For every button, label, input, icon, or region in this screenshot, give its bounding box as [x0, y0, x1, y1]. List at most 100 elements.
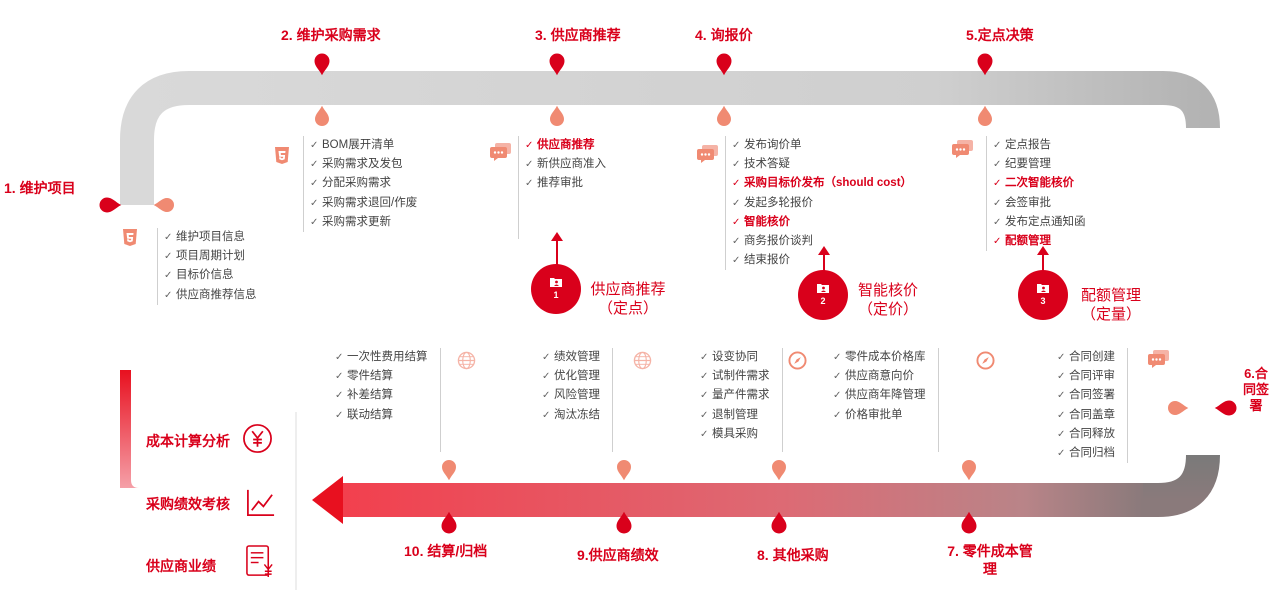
list-item-text: 配额管理: [1005, 235, 1051, 248]
stage-2-list: ✓BOM展开清单✓采购需求及发包✓分配采购需求✓采购需求退回/作废✓采购需求更新: [303, 136, 417, 233]
list-item: ✓合同盖章: [1057, 406, 1115, 425]
list-item-text: 采购需求更新: [322, 215, 391, 228]
stage-4-title: 4. 询报价: [695, 27, 753, 43]
list-item-text: 淘汰冻结: [554, 408, 600, 421]
list-item: ✓发布定点通知函: [993, 213, 1086, 232]
list-item-text: 合同签署: [1069, 389, 1115, 402]
list-item: ✓发起多轮报价: [732, 194, 912, 213]
track-top: [120, 71, 1220, 205]
list-item: ✓价格审批单: [833, 406, 926, 425]
list-item: ✓采购需求退回/作废: [310, 194, 417, 213]
list-item: ✓技术答疑: [732, 155, 912, 174]
folder-user-icon: [1037, 284, 1049, 293]
check-icon: ✓: [310, 197, 319, 209]
list-item-text: 供应商意向价: [845, 370, 914, 383]
stage-9-marker: [617, 460, 631, 481]
check-icon: ✓: [833, 409, 842, 421]
list-item: ✓商务报价谈判: [732, 232, 912, 251]
compass-icon: [788, 351, 807, 370]
list-item: ✓纪要管理: [993, 155, 1086, 174]
list-item: ✓联动结算: [335, 406, 428, 425]
list-item: ✓项目周期计划: [164, 247, 257, 266]
callout-1-line2: （定点）: [597, 300, 658, 317]
check-icon: ✓: [525, 140, 534, 151]
callout-1-number: 1: [553, 290, 559, 300]
list-item: ✓合同归档: [1057, 444, 1115, 463]
list-item-text: BOM展开清单: [322, 139, 395, 151]
list-item: ✓采购需求更新: [310, 213, 417, 232]
list-item: ✓推荐审批: [525, 174, 606, 193]
list-item-text: 目标价信息: [176, 269, 234, 282]
check-icon: ✓: [164, 232, 173, 243]
stage-2-pin: [314, 53, 330, 76]
check-icon: ✓: [542, 352, 551, 363]
list-item: ✓试制件需求: [700, 367, 770, 386]
callout-1-line1: 供应商推荐: [590, 281, 666, 298]
check-icon: ✓: [310, 140, 319, 151]
list-item: ✓量产件需求: [700, 386, 770, 405]
list-item-text: 采购需求及发包: [322, 158, 403, 171]
list-item-text: 试制件需求: [712, 370, 770, 383]
check-icon: ✓: [310, 159, 319, 171]
list-item-text: 会签审批: [1005, 196, 1051, 209]
list-item-text: 新供应商准入: [537, 158, 606, 171]
callout-3-label: 配额管理 （定量）: [1071, 286, 1151, 324]
list-item-text: 退制管理: [712, 408, 758, 421]
stage-6-list: ✓合同创建✓合同评审✓合同签署✓合同盖章✓合同释放✓合同归档: [1057, 348, 1128, 464]
list-item: ✓补差结算: [335, 386, 428, 405]
callout-3-badge: 3: [1018, 270, 1068, 320]
list-item: ✓合同评审: [1057, 367, 1115, 386]
chat-icon: [490, 143, 511, 161]
check-icon: ✓: [1057, 371, 1066, 383]
list-item-text: 量产件需求: [712, 389, 770, 402]
track-corner: [1140, 454, 1220, 517]
list-item: ✓采购需求及发包: [310, 155, 417, 174]
check-icon: ✓: [700, 428, 709, 440]
list-item-text: 一次性费用结算: [347, 351, 428, 363]
stage-10-title: 10. 结算/归档: [404, 543, 488, 559]
check-icon: ✓: [310, 216, 319, 228]
callout-1-arrowhead: [551, 232, 563, 241]
check-icon: ✓: [833, 390, 842, 402]
yen-circle-icon: [243, 424, 272, 453]
callout-2-line2: （定价）: [857, 301, 918, 318]
check-icon: ✓: [335, 390, 344, 402]
list-item-text: 推荐审批: [537, 177, 583, 190]
check-icon: ✓: [525, 178, 534, 190]
stage-4-marker: [717, 105, 731, 126]
stage-5-pin: [977, 53, 993, 76]
list-item: ✓智能核价: [732, 213, 912, 232]
stage-10-marker: [442, 460, 456, 481]
check-icon: ✓: [335, 371, 344, 383]
globe-icon: [457, 351, 476, 370]
list-item-text: 补差结算: [347, 389, 393, 402]
list-item-text: 优化管理: [554, 370, 600, 383]
list-item-text: 商务报价谈判: [744, 235, 813, 248]
check-icon: ✓: [993, 216, 1002, 228]
callout-2-line1: 智能核价: [857, 282, 918, 299]
callout-1-label: 供应商推荐 （定点）: [585, 280, 671, 318]
list-item-text: 采购需求退回/作废: [322, 196, 418, 209]
list-item: ✓风险管理: [542, 386, 600, 405]
list-item: ✓采购目标价发布（should cost）: [732, 174, 912, 193]
list-item: ✓分配采购需求: [310, 174, 417, 193]
stage-6-pin: [1214, 400, 1237, 416]
list-item: ✓设变协同: [700, 348, 770, 367]
check-icon: ✓: [700, 371, 709, 383]
list-item-text: 合同盖章: [1069, 408, 1115, 421]
list-item: ✓零件成本价格库: [833, 348, 926, 367]
stage-1-marker: [153, 198, 174, 212]
check-icon: ✓: [525, 159, 534, 171]
list-item-text: 结束报价: [744, 254, 790, 267]
stage-7-pin: [961, 511, 977, 534]
list-item-text: 价格审批单: [845, 408, 903, 421]
stage-4-pin: [716, 53, 732, 76]
check-icon: ✓: [700, 409, 709, 421]
folder-user-icon: [817, 284, 829, 293]
stage-6-marker: [1168, 401, 1189, 415]
stage-8-marker: [772, 460, 786, 481]
list-item-text: 二次智能核价: [1005, 177, 1074, 190]
list-item-text: 发布询价单: [744, 139, 802, 151]
list-item-text: 定点报告: [1005, 139, 1051, 151]
